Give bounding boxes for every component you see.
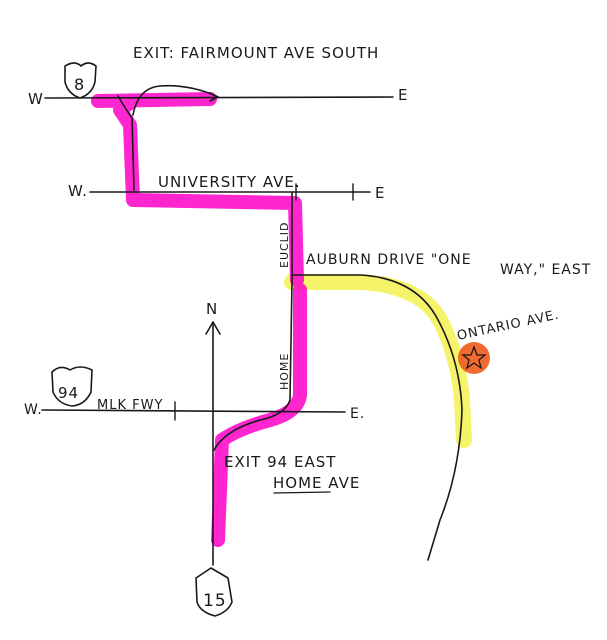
hwy8-east-label: E [398,86,408,104]
auburn-drive-road [291,274,463,561]
home-ave-underline [273,491,331,494]
destination-marker [458,342,490,374]
university-west-label: W. [68,182,88,200]
home-ave-label: HOME AVE [273,474,360,492]
exit-94-label: EXIT 94 EAST [224,453,336,471]
fairmount-exit-ramp [117,84,219,191]
one-way-east-label: WAY," EAST [500,262,591,278]
euclid-home-road [213,191,293,451]
mlk-east-label: E. [350,406,365,422]
home-vertical-label: HOME [278,353,291,390]
mlk-fwy-label: MLK FWY [97,398,163,413]
ontario-ave-label: ONTARIO AVE. [456,308,561,344]
north-label: N [206,300,218,318]
hwy8-shield-icon: 8 [64,62,97,99]
hwy8-road [44,96,394,99]
destination-star-icon [461,345,487,370]
hwy15-shield-number: 15 [203,591,227,611]
auburn-drive-label: AUBURN DRIVE "ONE [306,252,472,268]
university-ave-label: UNIVERSITY AVE. [158,173,301,191]
euclid-label: EUCLID [278,221,291,268]
hwy8-shield-number: 8 [74,75,85,94]
hwy94-shield-number: 94 [58,384,79,402]
hwy94-shield-icon: 94 [51,366,93,407]
exit-fairmount-label: EXIT: FAIRMOUNT AVE SOUTH [133,44,379,62]
university-east-label: E [375,184,385,202]
ramp-arrow-icon [209,92,219,102]
auburn-drive-route-highlight [284,274,472,448]
hwy8-west-label: W [28,90,44,108]
hwy15-shield-icon: 15 [195,567,233,617]
mlk-fwy-road [41,409,346,413]
main-route-highlight [91,92,307,547]
mlk-west-label: W. [24,402,43,418]
north-arrow-icon [205,321,221,335]
